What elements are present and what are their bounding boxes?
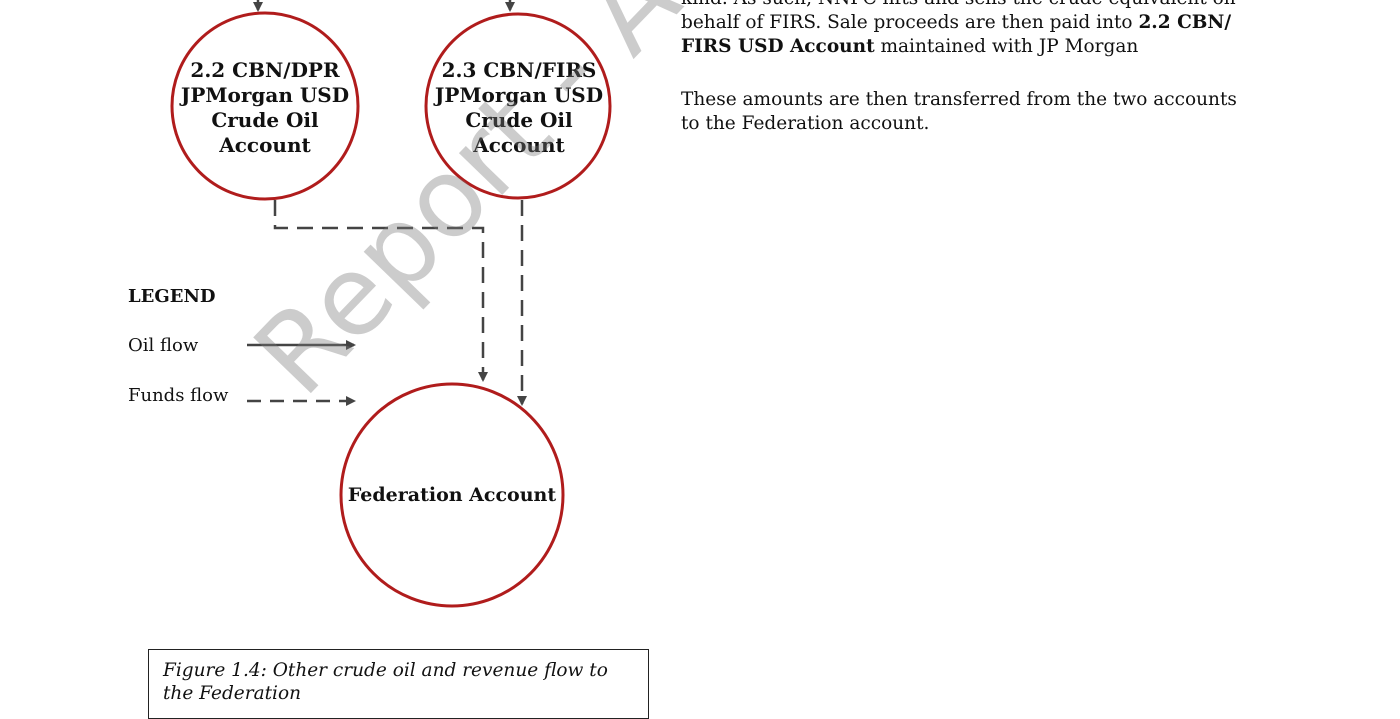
- dpr-account-circle: [170, 11, 360, 201]
- flow-diagram: [170, 0, 612, 608]
- legend-funds-flow-label: Funds flow: [128, 385, 229, 406]
- paragraph-sale-proceeds: kind. As such, NNPC lifts and sells the …: [681, 0, 1261, 59]
- firs-account-label: 2.3 CBN/FIRS JPMorgan USD Crude Oil Acco…: [434, 58, 604, 157]
- account-ref-bold-1: 2.2 CBN/: [1138, 12, 1232, 33]
- dpr-account-label: 2.2 CBN/DPR JPMorgan USD Crude Oil Accou…: [180, 58, 350, 157]
- paragraph-transfer: These amounts are then transferred from …: [681, 89, 1237, 134]
- funds-flow-edge-dpr: [273, 200, 488, 382]
- legend-oil-flow-label: Oil flow: [128, 335, 199, 356]
- figure-caption: Figure 1.4: Other crude oil and revenue …: [148, 649, 649, 719]
- federation-account-label: Federation Account: [347, 484, 557, 506]
- firs-account-circle: [424, 12, 612, 200]
- paragraph-line-3: maintained with JP Morgan: [874, 36, 1139, 57]
- paragraph-line-2: behalf of FIRS. Sale proceeds are then p…: [681, 12, 1139, 33]
- federation-account-circle: [339, 382, 565, 608]
- legend-title: LEGEND: [128, 286, 216, 307]
- paragraph-line-1: kind. As such, NNPC lifts and sells the …: [681, 0, 1236, 9]
- account-ref-bold-2: FIRS USD Account: [681, 36, 875, 57]
